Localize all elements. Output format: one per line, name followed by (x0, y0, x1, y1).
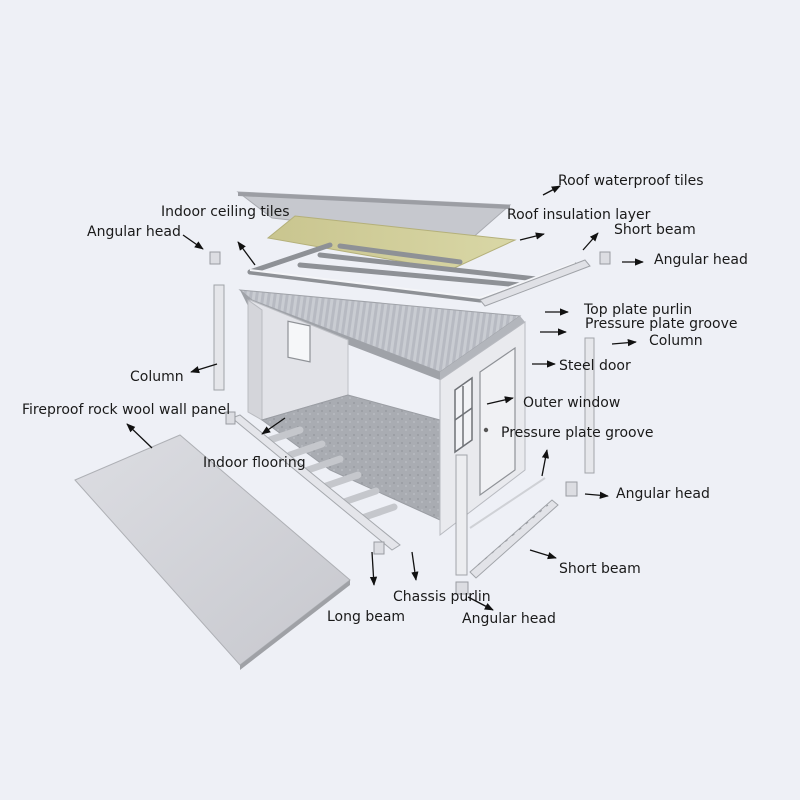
top-frame-highlight (249, 262, 576, 299)
arrow-angular-head-bottom-right (584, 491, 609, 499)
angular-head-left-bottom-part (225, 411, 385, 555)
label-indoor-flooring: Indoor flooring (203, 455, 306, 471)
angular-head-bottom-part (455, 581, 469, 595)
labels: Roof waterproof tiles Indoor ceiling til… (22, 173, 748, 627)
short-beam-bottom-part (469, 499, 559, 579)
arrow-column-right (611, 339, 637, 347)
arrow-angular-head-top-left (182, 234, 204, 250)
angular-head-bottom-right-part (565, 481, 578, 497)
label-angular-head-bottom: Angular head (462, 611, 556, 627)
label-angular-head-top-right: Angular head (654, 252, 748, 268)
column-left-part (213, 284, 225, 391)
label-short-beam-bottom: Short beam (559, 561, 641, 577)
top-frame-part (247, 242, 578, 303)
chassis-purlins-part (266, 426, 398, 522)
ceiling-slab-part (238, 289, 525, 380)
label-roof-insulation-layer: Roof insulation layer (507, 207, 651, 223)
long-beam-part (231, 414, 401, 551)
label-steel-door: Steel door (559, 358, 631, 374)
label-column-left: Column (130, 369, 184, 385)
label-angular-head-bottom-right: Angular head (616, 486, 710, 502)
arrow-angular-head-bottom (467, 596, 494, 611)
angular-head-top-left-part (209, 251, 221, 265)
label-angular-head-top-left: Angular head (87, 224, 181, 240)
label-pressure-plate-groove-top: Pressure plate groove (585, 316, 738, 332)
label-roof-waterproof-tiles: Roof waterproof tiles (558, 173, 704, 189)
arrow-column-left (190, 363, 218, 374)
label-outer-window: Outer window (523, 395, 620, 411)
arrow-pressure-plate-groove-bottom (541, 449, 550, 477)
arrow-short-beam-bottom (529, 549, 557, 560)
arrow-short-beam-top (582, 232, 599, 251)
angular-head-top-right-part (599, 251, 611, 265)
label-short-beam-top: Short beam (614, 222, 696, 238)
arrow-fireproof-panel (126, 423, 153, 449)
column-right-part (584, 337, 595, 474)
container-body-part (247, 299, 526, 537)
arrow-indoor-flooring (261, 417, 286, 435)
pressure-plate-groove-bottom-part (469, 477, 546, 529)
label-indoor-ceiling-tiles: Indoor ceiling tiles (161, 204, 290, 220)
label-top-plate-purlin: Top plate purlin (583, 302, 692, 318)
label-column-right: Column (649, 333, 703, 349)
label-long-beam: Long beam (327, 609, 405, 625)
label-pressure-plate-groove-bottom: Pressure plate groove (501, 425, 654, 441)
short-beam-top-part (479, 259, 591, 307)
column-front-part (455, 454, 468, 576)
arrow-chassis-purlin (411, 551, 419, 581)
arrow-roof-waterproof-tiles (542, 185, 561, 196)
arrow-roof-insulation-layer (519, 232, 545, 241)
label-chassis-purlin: Chassis purlin (393, 589, 491, 605)
arrow-outer-window (486, 396, 514, 405)
fireproof-wall-panel-part (74, 434, 351, 670)
leader-arrows (126, 185, 644, 611)
arrow-indoor-ceiling-tiles (237, 241, 256, 266)
label-fireproof-rock-wool-wall-panel: Fireproof rock wool wall panel (22, 402, 230, 418)
arrow-long-beam (369, 551, 378, 586)
